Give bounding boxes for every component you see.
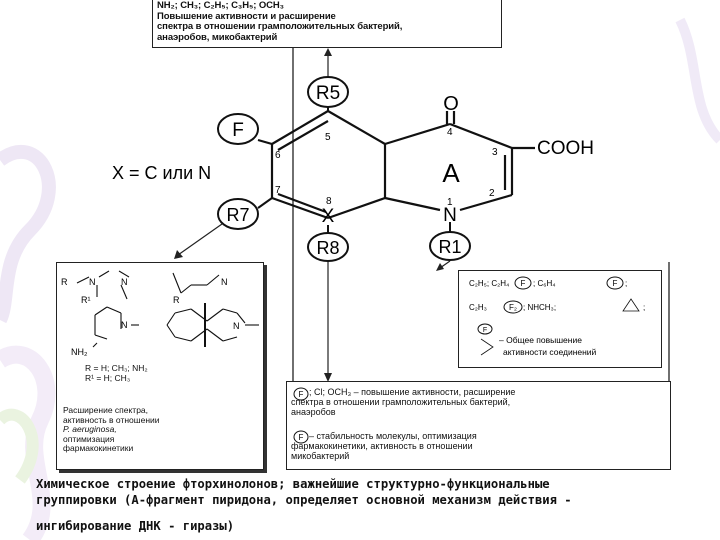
r8-substituents-box: F F ; Cl; OCH₃ – повышение активности, р…	[286, 381, 671, 470]
f-badge-1-text: F	[521, 279, 526, 288]
bottom-box-p2-line1: – стабильность молекулы, оптимизация	[309, 431, 477, 441]
position-4: 4	[447, 127, 453, 138]
r8-circle	[307, 232, 349, 262]
f-badge-1	[514, 276, 532, 290]
r8-badges: F F	[293, 387, 309, 444]
bottom-box-p2-line2: фармакокинетики, активность в отношении	[291, 441, 473, 451]
position-8: 8	[326, 196, 332, 207]
cooh-group: COOH	[537, 138, 594, 159]
left-box-desc-3: P. aeruginosa,	[63, 424, 117, 434]
f-badge-3-text: F	[483, 327, 487, 334]
top-box-line-4: анаэробов, микобактерий	[157, 31, 278, 43]
bottom-box-p1-line1: ; Cl; OCH₃ – повышение активности, расши…	[309, 387, 516, 397]
n-label-4: N	[121, 320, 128, 330]
r7-amine-structures: R N N R¹ N R N N NH₂	[61, 270, 259, 357]
position-6: 6	[275, 150, 281, 161]
position-7: 7	[275, 185, 281, 196]
top-box-line-3: спектра в отношении грамположительных ба…	[157, 21, 403, 32]
x-definition: X = C или N	[112, 163, 211, 183]
right-box-line-2a: C₂H₃	[469, 303, 487, 312]
nh2-label: NH₂	[71, 347, 88, 357]
n-label-3: N	[221, 277, 228, 287]
right-box-line-1c: ;	[625, 279, 627, 288]
f-badge-5-text: F	[299, 433, 304, 442]
f2-badge-text: F₂	[509, 303, 517, 312]
x-atom: X	[322, 206, 335, 227]
r5-label: R5	[316, 83, 340, 104]
r-label-right: R	[173, 295, 180, 305]
ring-a-label: A	[442, 158, 460, 188]
top-box-line-2: Повышение активности и расширение	[157, 10, 336, 22]
n-label-1: N	[89, 277, 96, 287]
r7-circle	[217, 198, 259, 230]
right-box-line-1a: C₂H₅; C₂H₄	[469, 279, 509, 288]
position-5: 5	[325, 132, 331, 143]
left-box-subst-r1: R¹ = H; CH₃	[85, 372, 131, 383]
f-badge-4-text: F	[299, 390, 304, 399]
left-box-desc-1: Расширение спектра,	[63, 405, 149, 415]
f-badge-4	[293, 387, 309, 401]
r-label-left: R	[61, 277, 68, 287]
caption-line-3: ингибирование ДНК - гиразы)	[36, 519, 235, 533]
f-badge-2-text: F	[613, 279, 618, 288]
top-box-substituents: NH₂; CH₃; C₂H₅; C₃H₅; OCH₃	[157, 0, 284, 11]
r1-circle	[429, 231, 471, 261]
left-box-desc-5: фармакокинетики	[63, 443, 134, 453]
n-label-2: N	[121, 277, 128, 287]
f-badge-2	[606, 276, 624, 290]
position-2: 2	[489, 188, 495, 199]
position-3: 3	[492, 147, 498, 158]
r8-label: R8	[316, 238, 339, 258]
caption-line-1: Химическое строение фторхинолонов; важне…	[36, 477, 550, 491]
bottom-box-p1-line2: спектра в отношении грамположительных ба…	[291, 397, 511, 407]
bottom-box-p1-line3: анаэробов	[291, 406, 336, 417]
right-box-desc-2: активности соединений	[503, 347, 597, 357]
figure-caption: Химическое строение фторхинолонов; важне…	[36, 476, 706, 534]
r5-circle	[307, 76, 349, 108]
position-1: 1	[447, 197, 453, 208]
bottom-box-p2-line3: микобактерий	[291, 450, 350, 461]
right-box-desc-1: – Общее повышение	[499, 335, 582, 345]
r1-label-left: R¹	[81, 295, 91, 305]
r1-substituents-box: F F F₂ F C₂H₅; C₂H₄ ; C₆H₄ ; C₂H₃ ; NHCH…	[458, 270, 662, 368]
left-box-desc-4: оптимизация	[63, 433, 115, 444]
f-label: F	[232, 120, 244, 141]
quinolone-ring-system	[257, 110, 535, 220]
cyclopropyl-icon	[622, 298, 640, 312]
right-box-line-2c: ;	[643, 303, 645, 312]
f-badge-3	[477, 323, 493, 335]
f2-badge	[503, 300, 523, 314]
r1-label: R1	[438, 237, 461, 257]
r1-structure-icons: F F F₂ F C₂H₅; C₂H₄ ; C₆H₄ ; C₂H₃ ; NHCH…	[469, 276, 645, 357]
r7-label: R7	[226, 205, 249, 225]
left-box-desc-2: активность в отношении	[63, 414, 160, 425]
r7-substituents-box: R N N R¹ N R N N NH₂ R = H; CH₃; NH₂ R¹ …	[56, 262, 264, 470]
caption-line-2: группировки (А-фрагмент пиридона, опреде…	[36, 493, 572, 507]
oxygen-atom: O	[443, 93, 459, 115]
n-label-5: N	[233, 321, 240, 331]
nitrogen-atom: N	[443, 205, 457, 226]
cyclopropyl-f-icon	[480, 338, 494, 356]
left-box-subst-r: R = H; CH₃; NH₂	[85, 363, 148, 373]
top-info-box: NH₂; CH₃; C₂H₅; C₃H₅; OCH₃ Повышение акт…	[152, 0, 502, 48]
right-box-line-1b: ; C₆H₄	[533, 279, 556, 288]
f-circle	[217, 113, 259, 145]
f-badge-5	[293, 430, 309, 444]
right-box-line-2b: ; NHCH₃;	[523, 303, 556, 312]
